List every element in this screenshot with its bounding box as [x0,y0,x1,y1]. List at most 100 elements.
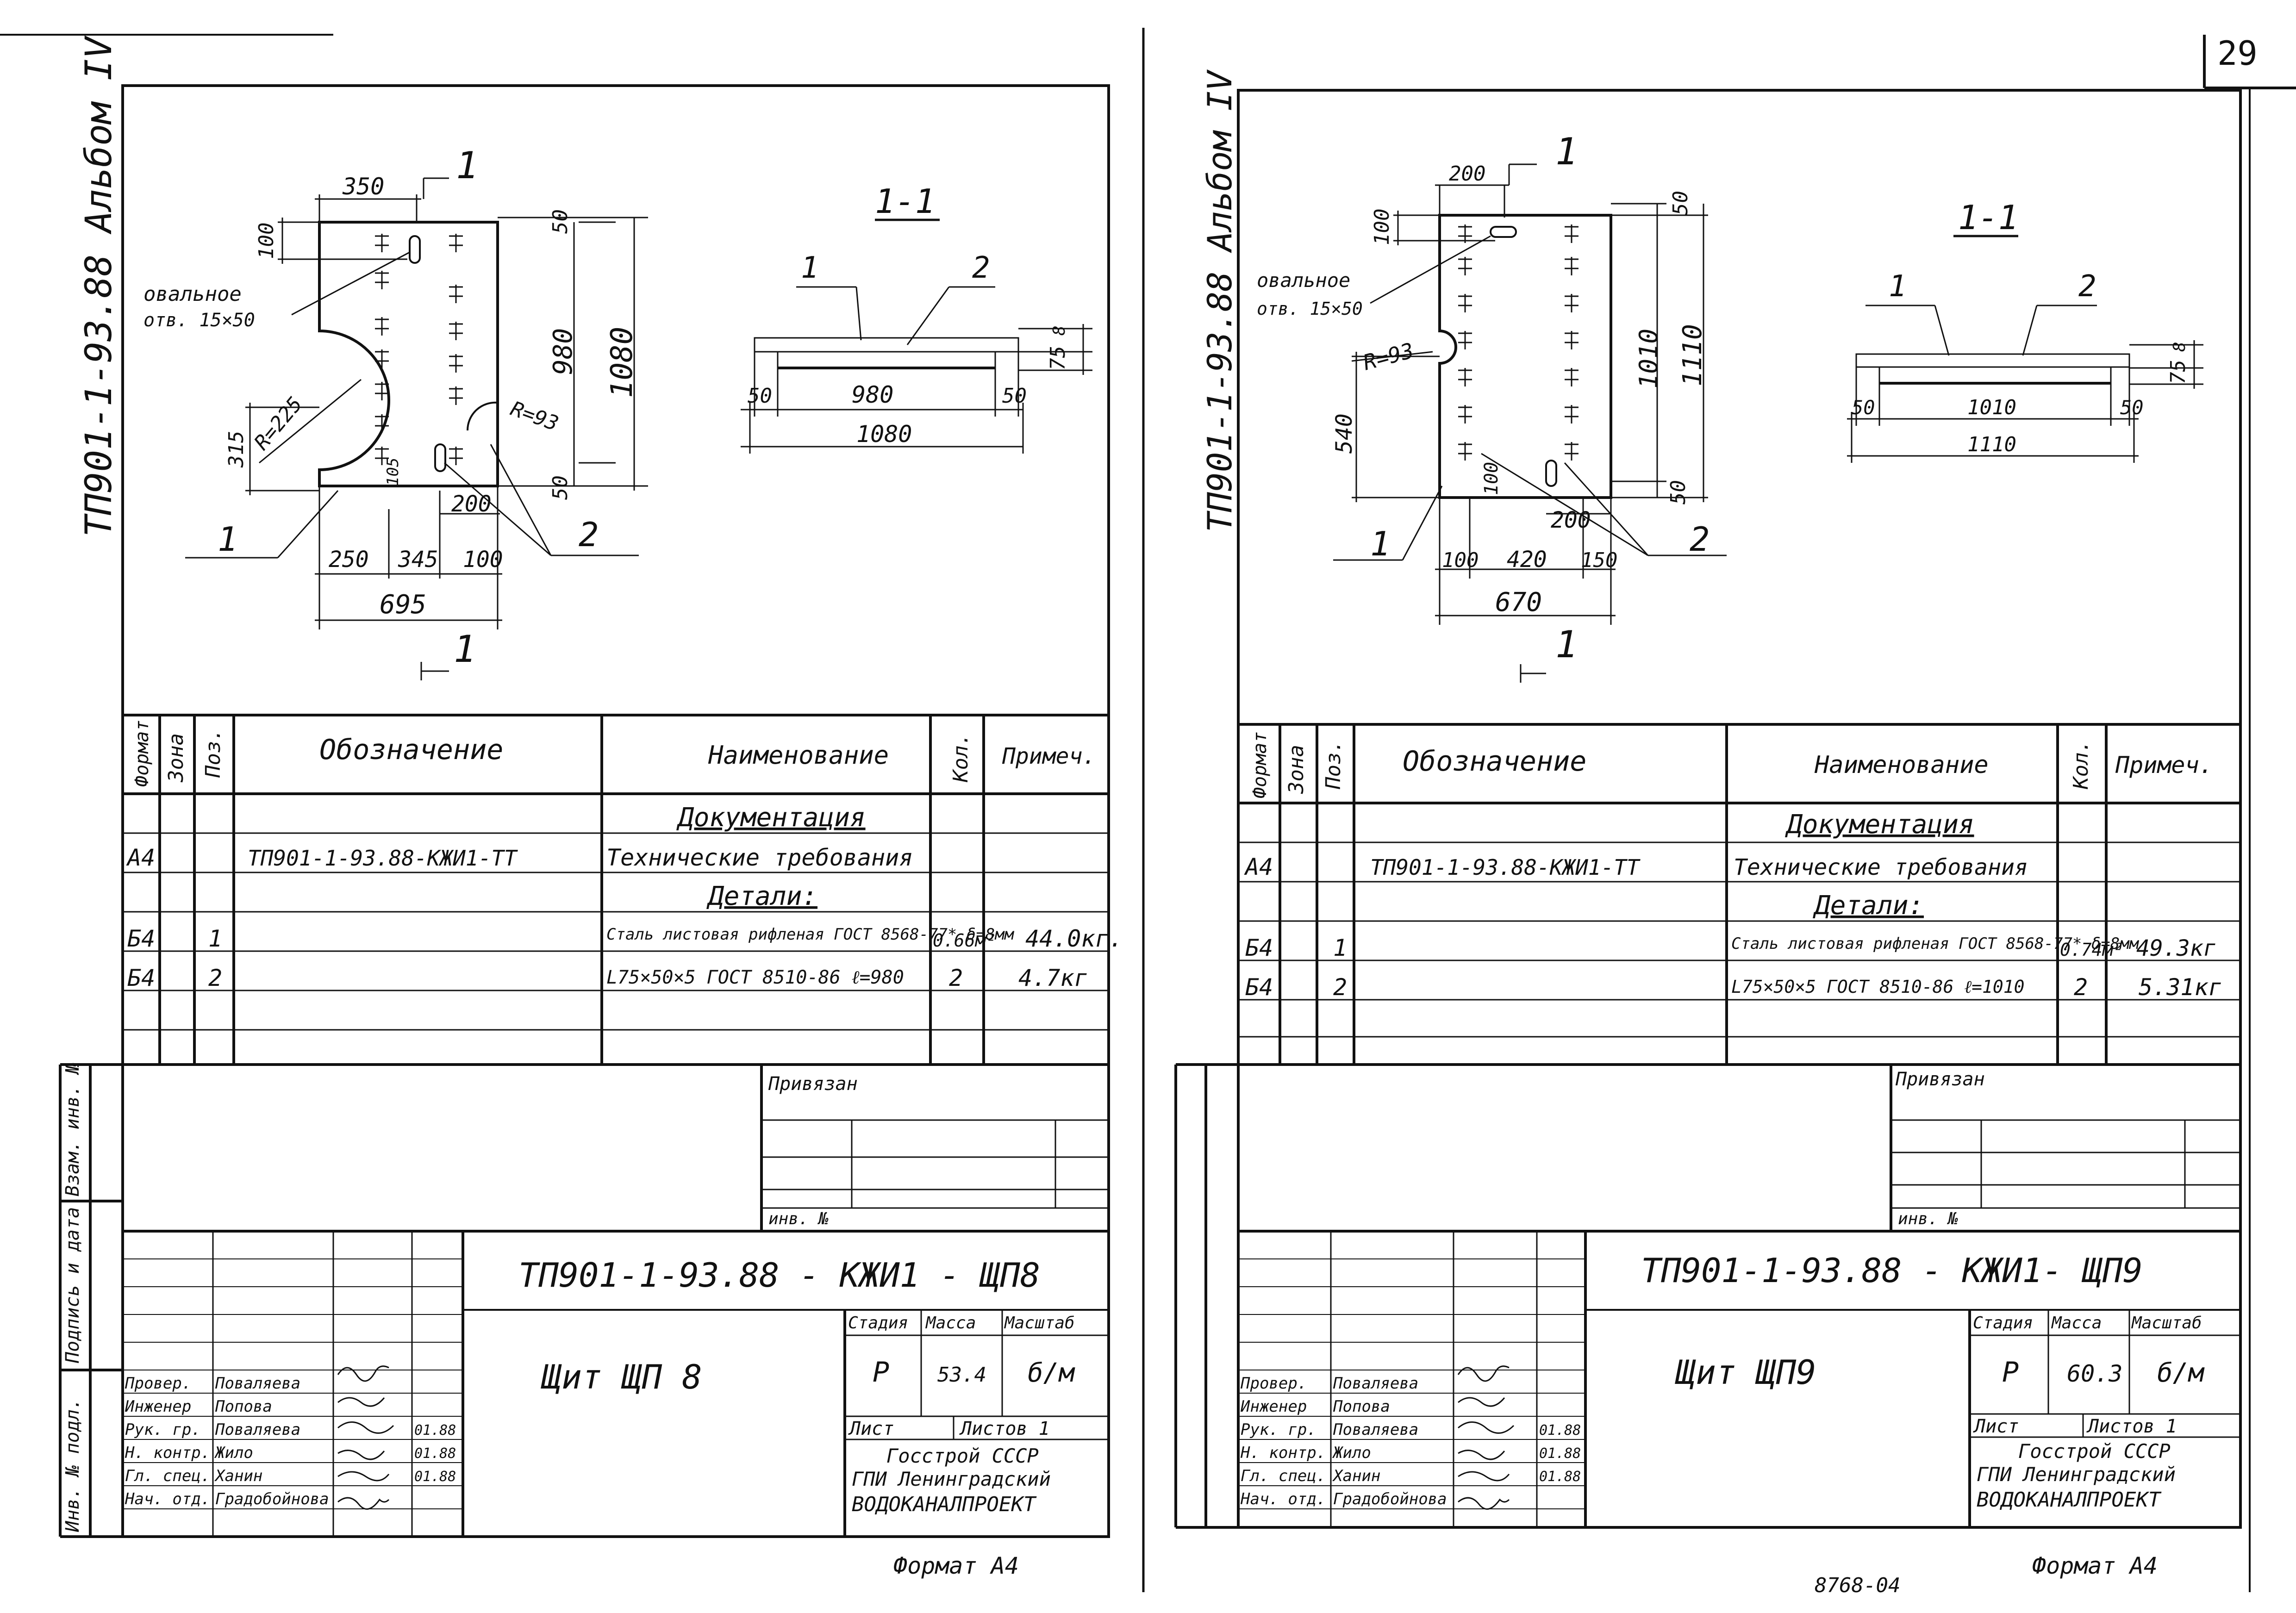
r-dim-100b: 100 [1481,462,1502,495]
role-3: Н. контр. [125,1444,210,1462]
r-dim-1010: 1010 [1634,329,1663,389]
dim-105: 105 [384,458,402,486]
r-dim-r93: R=93 [1360,338,1416,375]
row2-name: Сталь листовая рифленая ГОСТ 8568-77* δ=… [606,925,1015,944]
hdr-pos: Поз. [201,729,225,778]
section-8: 8 [1050,325,1069,336]
section-50-r: 50 [1002,384,1027,408]
r-row1-name: Технические требования [1734,854,2028,880]
r-stamp-org2: ГПИ Ленинградский [1977,1463,2176,1486]
r-dim-b2: 420 [1507,547,1547,573]
spec-section-doc: Документация [676,803,866,833]
r-spec-section-det: Детали: [1813,891,1924,921]
dim-980: 980 [548,328,578,375]
r-role-0: Провер. [1240,1374,1307,1393]
format-label: Формат А4 [893,1552,1019,1579]
section-50-l: 50 [748,384,772,408]
r-stamp-mass: 60.3 [2067,1360,2122,1387]
side-podpis: Подпись и дата [62,1207,83,1364]
row3-note: 4.7кг [1018,965,1088,991]
r-stamp-scale: б/м [2157,1358,2205,1388]
r-date-2: 01.88 [1539,1422,1581,1439]
section-1080: 1080 [856,421,912,448]
name-3: Жило [214,1444,253,1462]
dim-r93: R=93 [507,397,562,436]
r-row3-note: 5.31кг [2139,974,2222,1001]
stamp-scale: б/м [1028,1358,1075,1388]
stamp-privyazan: Привязан [768,1073,858,1095]
row2-qty: 0.66м² [933,930,996,951]
r-row3-name: L75×50×5 ГОСТ 8510-86 ℓ=1010 [1731,977,2025,997]
r-section-pos-1: 1 [1889,269,1907,304]
stamp-org1: Госстрой СССР [886,1445,1039,1467]
r-stamp-title: Щит ЩП9 [1675,1353,1816,1392]
r-date-3: 01.88 [1539,1445,1581,1462]
date-4: 01.88 [414,1469,456,1485]
r-format-label: Формат А4 [2032,1552,2158,1579]
r-hdr-pos: Поз. [1322,740,1345,790]
r-pos-1-callout: 1 [1370,524,1390,563]
r-spec-section-doc: Документация [1785,810,1974,840]
date-3: 01.88 [414,1445,456,1462]
stamp-mass: 53.4 [937,1363,986,1387]
row1-designation: ТП901-1-93.88-КЖИ1-ТТ [248,846,518,871]
r-name-5: Градобойнова [1333,1490,1447,1508]
dim-250: 250 [329,547,369,573]
hdr-zone: Зона [164,733,188,783]
row1-format: А4 [126,844,155,871]
dim-50-bottom: 50 [549,475,572,500]
row2-note: 44.0кг. [1025,925,1123,952]
r-row2-qty: 0.74м² [2060,940,2123,960]
r-row2-pos: 1 [1333,934,1347,961]
r-section-1010: 1010 [1967,396,2016,419]
r-stamp-stage-h: Стадия [1973,1314,2033,1333]
stamp-title: Щит ЩП 8 [541,1358,702,1396]
r-row3-format: Б4 [1245,974,1273,1001]
r-dim-670: 670 [1495,587,1542,617]
pos-2-callout: 2 [579,515,599,554]
hdr-designation: Обозначение [319,734,503,766]
section-pos-2: 2 [972,251,990,285]
row3-pos: 2 [208,965,222,991]
r-dim-200: 200 [1449,162,1485,186]
r-dim-b3: 150 [1581,548,1617,572]
r-stamp-privyazan: Привязан [1895,1069,1985,1090]
r-stamp-stage: Р [2002,1356,2019,1389]
r-dim-100: 100 [1370,209,1394,245]
r-stamp-org3: ВОДОКАНАЛПРОЕКТ [1977,1488,2162,1512]
r-name-4: Ханин [1332,1467,1380,1485]
footer-fragment: 8768-04 [1815,1574,1900,1597]
r-role-5: Нач. отд. [1240,1490,1326,1508]
r-hdr-note: Примеч. [2115,752,2213,778]
r-dim-b1: 100 [1442,548,1479,572]
r-name-1: Попова [1333,1397,1390,1416]
r-stamp-org1: Госстрой СССР [2018,1440,2171,1463]
r-dim-50-top: 50 [1669,191,1692,215]
role-4: Гл. спец. [125,1467,210,1485]
r-dim-1110: 1110 [1678,324,1708,386]
role-0: Провер. [125,1374,191,1393]
section-75: 75 [1046,346,1070,370]
section-980: 980 [852,381,893,408]
stamp-scale-h: Масштаб [1004,1314,1075,1333]
stamp-sheet: Лист [848,1418,894,1439]
hdr-format: Формат [131,720,153,787]
stamp-org3: ВОДОКАНАЛПРОЕКТ [852,1493,1037,1516]
role-1: Инженер [125,1397,191,1416]
r-row2-format: Б4 [1245,934,1273,961]
r-hdr-qty: Кол. [2069,740,2093,790]
role-2: Рук. гр. [125,1420,201,1439]
side-vzam: Взам. инв. № [62,1063,83,1196]
role-5: Нач. отд. [125,1490,210,1508]
dim-100b: 100 [463,547,503,573]
row2-format: Б4 [127,925,155,952]
r-name-3: Жило [1332,1444,1371,1462]
r-section-title: 1-1 [1958,198,2018,237]
row3-format: Б4 [127,965,155,991]
r-stamp-scale-h: Масштаб [2131,1314,2202,1333]
r-pos-2-callout: 2 [1690,520,1710,559]
r-section-50-r: 50 [2120,396,2144,419]
spec-section-det: Детали: [706,881,817,911]
stamp-stage: Р [873,1356,889,1389]
